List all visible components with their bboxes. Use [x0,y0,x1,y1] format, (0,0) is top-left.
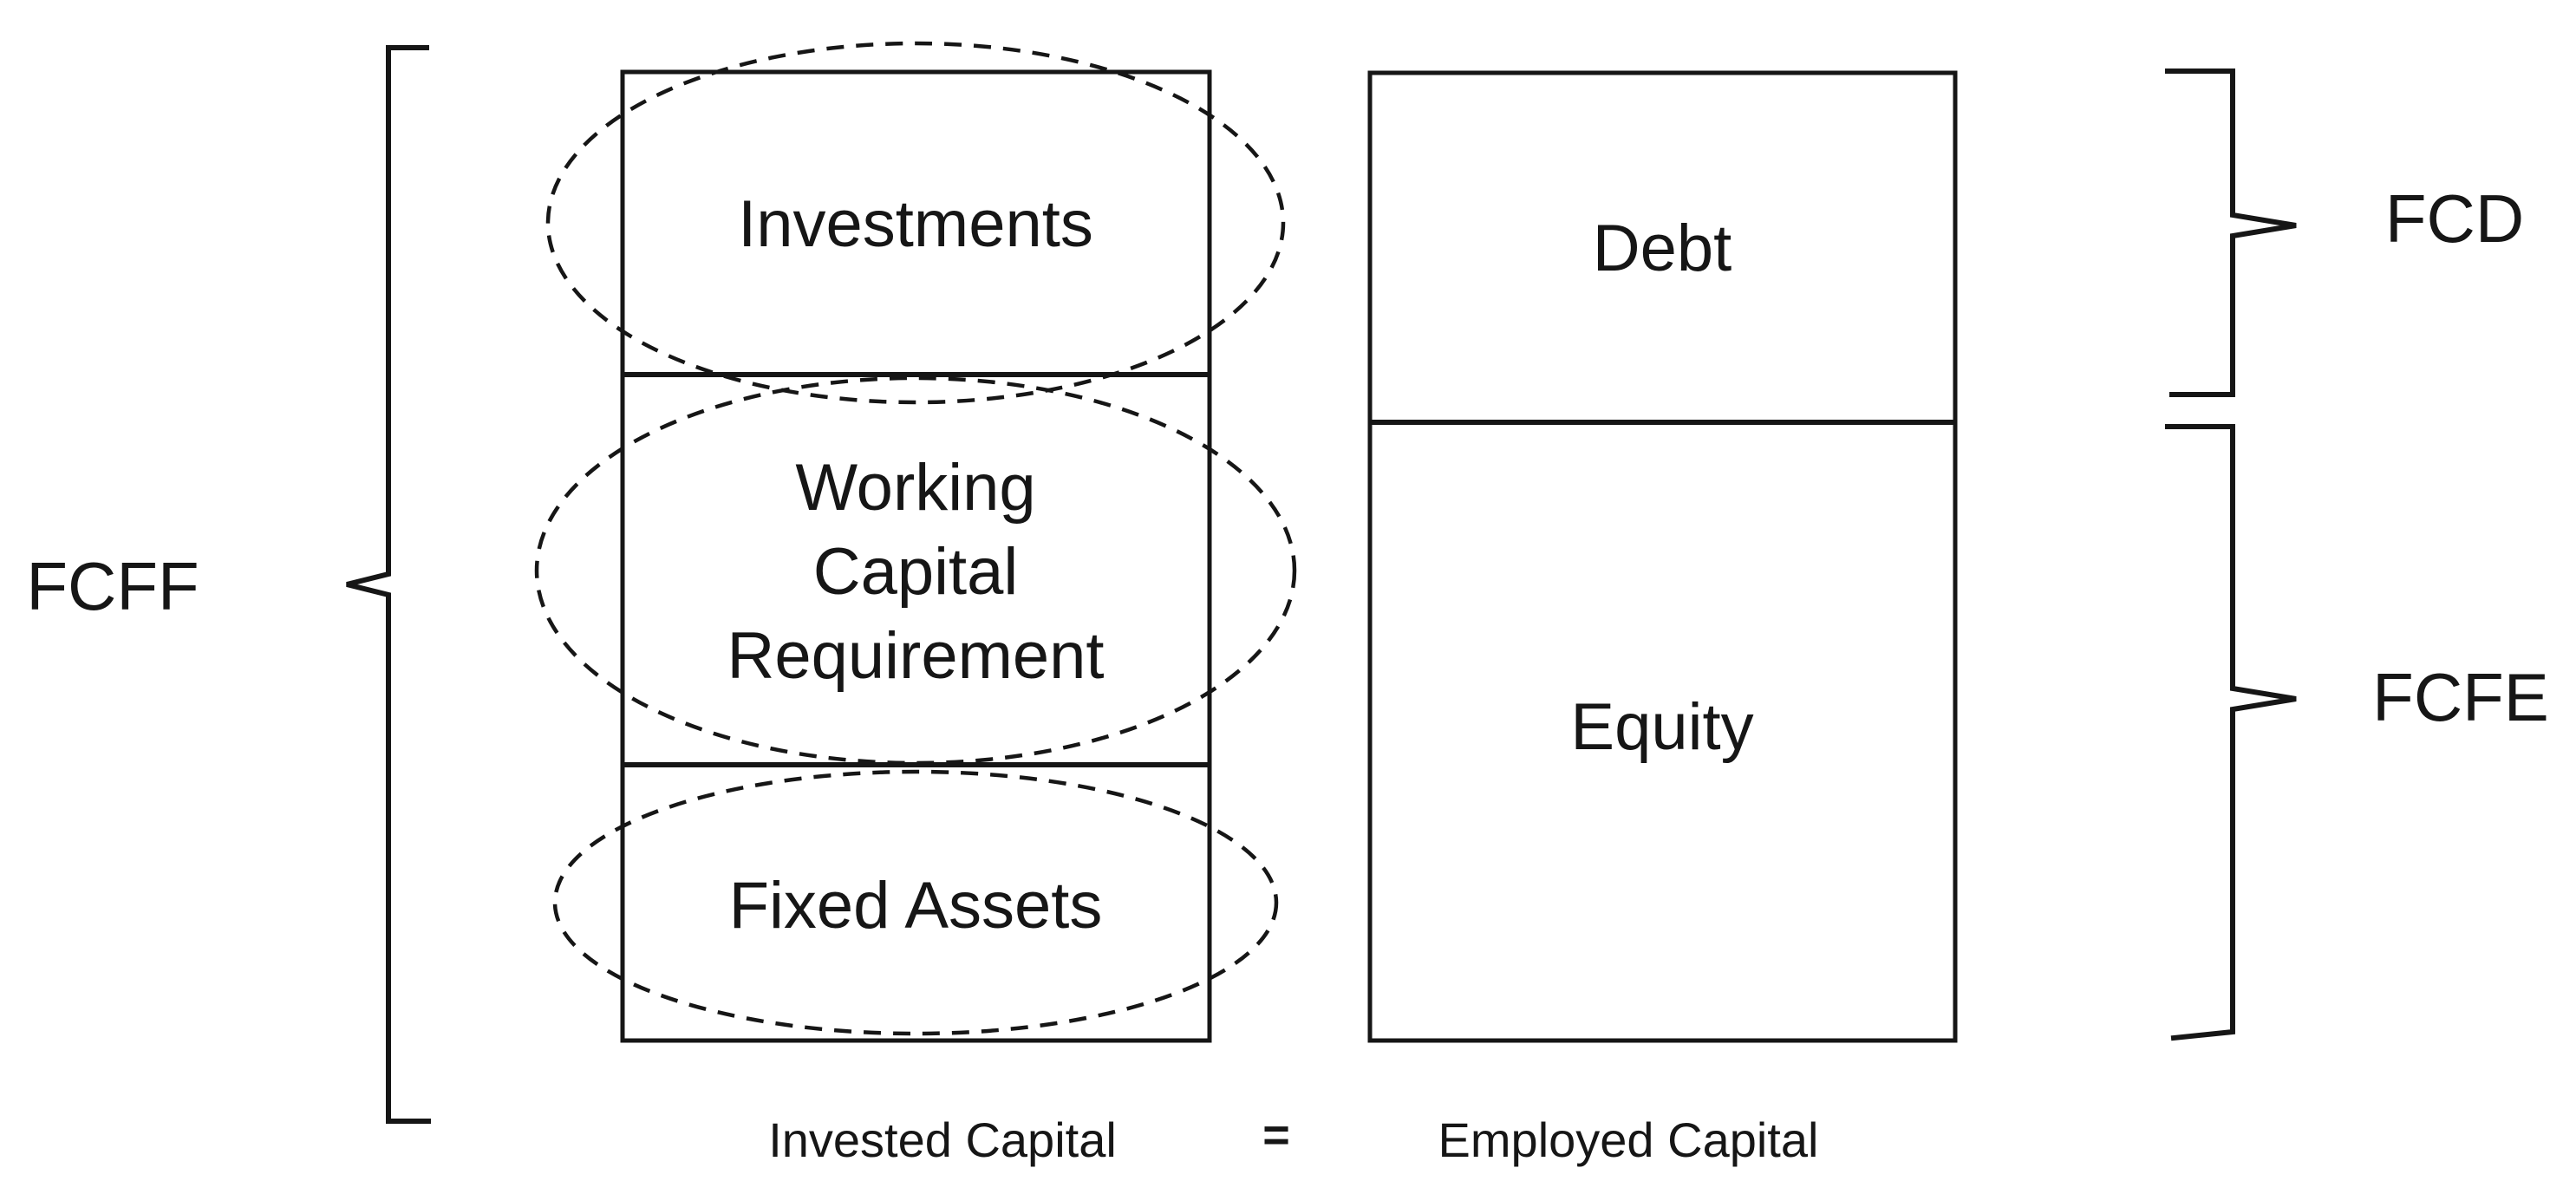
working-capital-line3: Requirement [727,619,1104,693]
investments-label: Investments [738,187,1093,261]
fcff-label: FCFF [26,548,199,624]
fcd-bracket [2165,69,2297,397]
equals-sign: = [1262,1109,1290,1161]
fixed-assets-ellipse [552,769,1279,1036]
employed-capital-box [1367,70,1958,1043]
fcff-bracket [346,45,431,1124]
fixed-assets-label: Fixed Assets [729,869,1103,943]
fcfe-label: FCFE [2372,659,2549,735]
working-capital-ellipse [534,375,1297,766]
fcd-label: FCD [2385,180,2524,257]
employed-capital-caption: Employed Capital [1438,1112,1819,1167]
invested-capital-box [620,69,1212,1043]
equity-label: Equity [1570,690,1753,764]
invested-capital-caption: Invested Capital [768,1112,1117,1167]
investments-ellipse [545,41,1286,405]
working-capital-line2: Capital [813,535,1019,609]
fcfe-bracket [2165,424,2297,1041]
working-capital-line1: Working [795,451,1035,525]
debt-label: Debt [1593,212,1732,285]
